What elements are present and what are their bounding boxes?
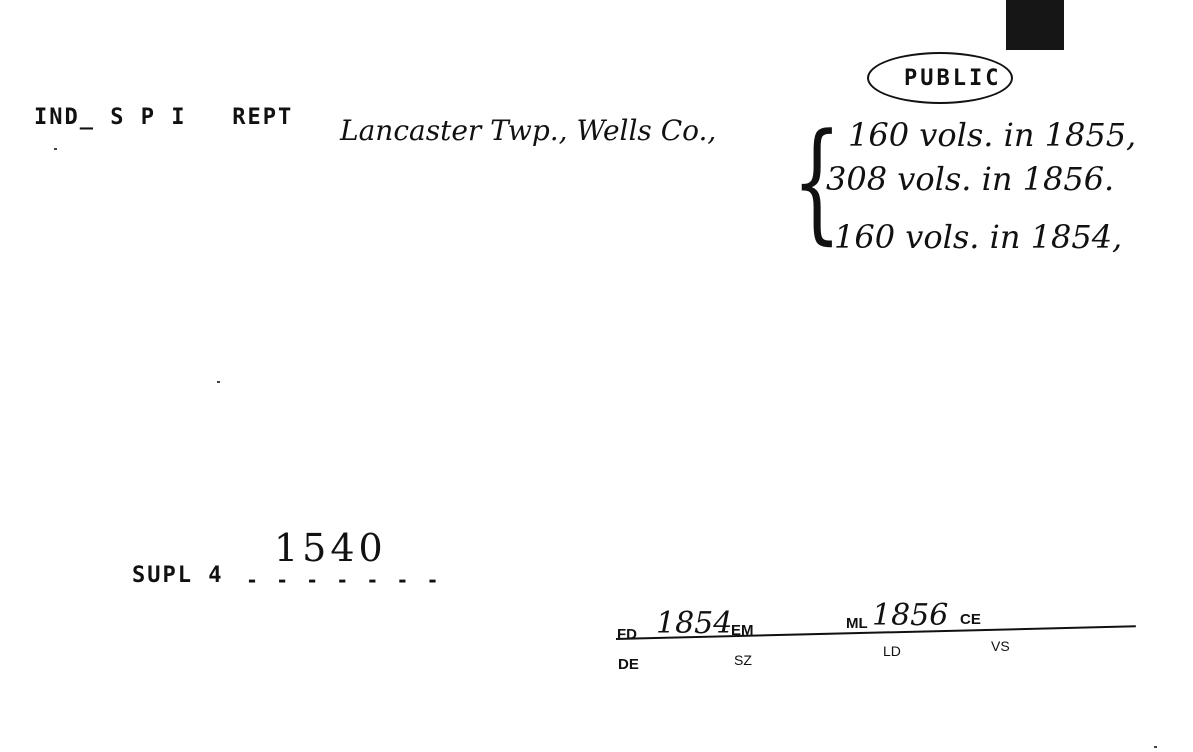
- fd-label: FD: [617, 626, 637, 643]
- ml-label: ML: [846, 615, 868, 632]
- ink-speck: [217, 381, 220, 383]
- card-index-tab: [1006, 0, 1064, 50]
- place-name: Lancaster Twp., Wells Co.,: [340, 114, 717, 147]
- ml-value: 1856: [872, 598, 949, 633]
- volumes-brace: {: [792, 105, 842, 257]
- supplement-label: SUPL 4: [132, 563, 224, 588]
- sz-label: SZ: [734, 652, 752, 668]
- report-type: REPT: [232, 105, 294, 130]
- volume-entry-1856: 308 vols. in 1856.: [826, 160, 1115, 198]
- ink-speck: [54, 148, 57, 150]
- header-line: IND_ S P I REPT: [34, 105, 293, 130]
- ld-label: LD: [883, 643, 901, 659]
- vs-label: VS: [991, 638, 1010, 654]
- series-separator: _: [79, 105, 111, 130]
- volume-entry-1854: 160 vols. in 1854,: [834, 218, 1123, 256]
- supplement-number: 1540: [274, 526, 387, 570]
- fd-value: 1854: [656, 606, 733, 641]
- series-code: IND: [34, 105, 80, 130]
- ce-label: CE: [960, 611, 981, 628]
- volume-entry-1855: 160 vols. in 1855,: [848, 116, 1137, 154]
- supplement-dashes: - - - - - - -: [246, 568, 442, 592]
- library-code: S P I: [110, 105, 187, 130]
- public-stamp-text: PUBLIC: [904, 66, 1002, 91]
- public-stamp-oval: [867, 52, 1013, 104]
- de-label: DE: [618, 656, 639, 673]
- ink-speck: [1154, 746, 1157, 748]
- em-label: EM: [731, 622, 754, 639]
